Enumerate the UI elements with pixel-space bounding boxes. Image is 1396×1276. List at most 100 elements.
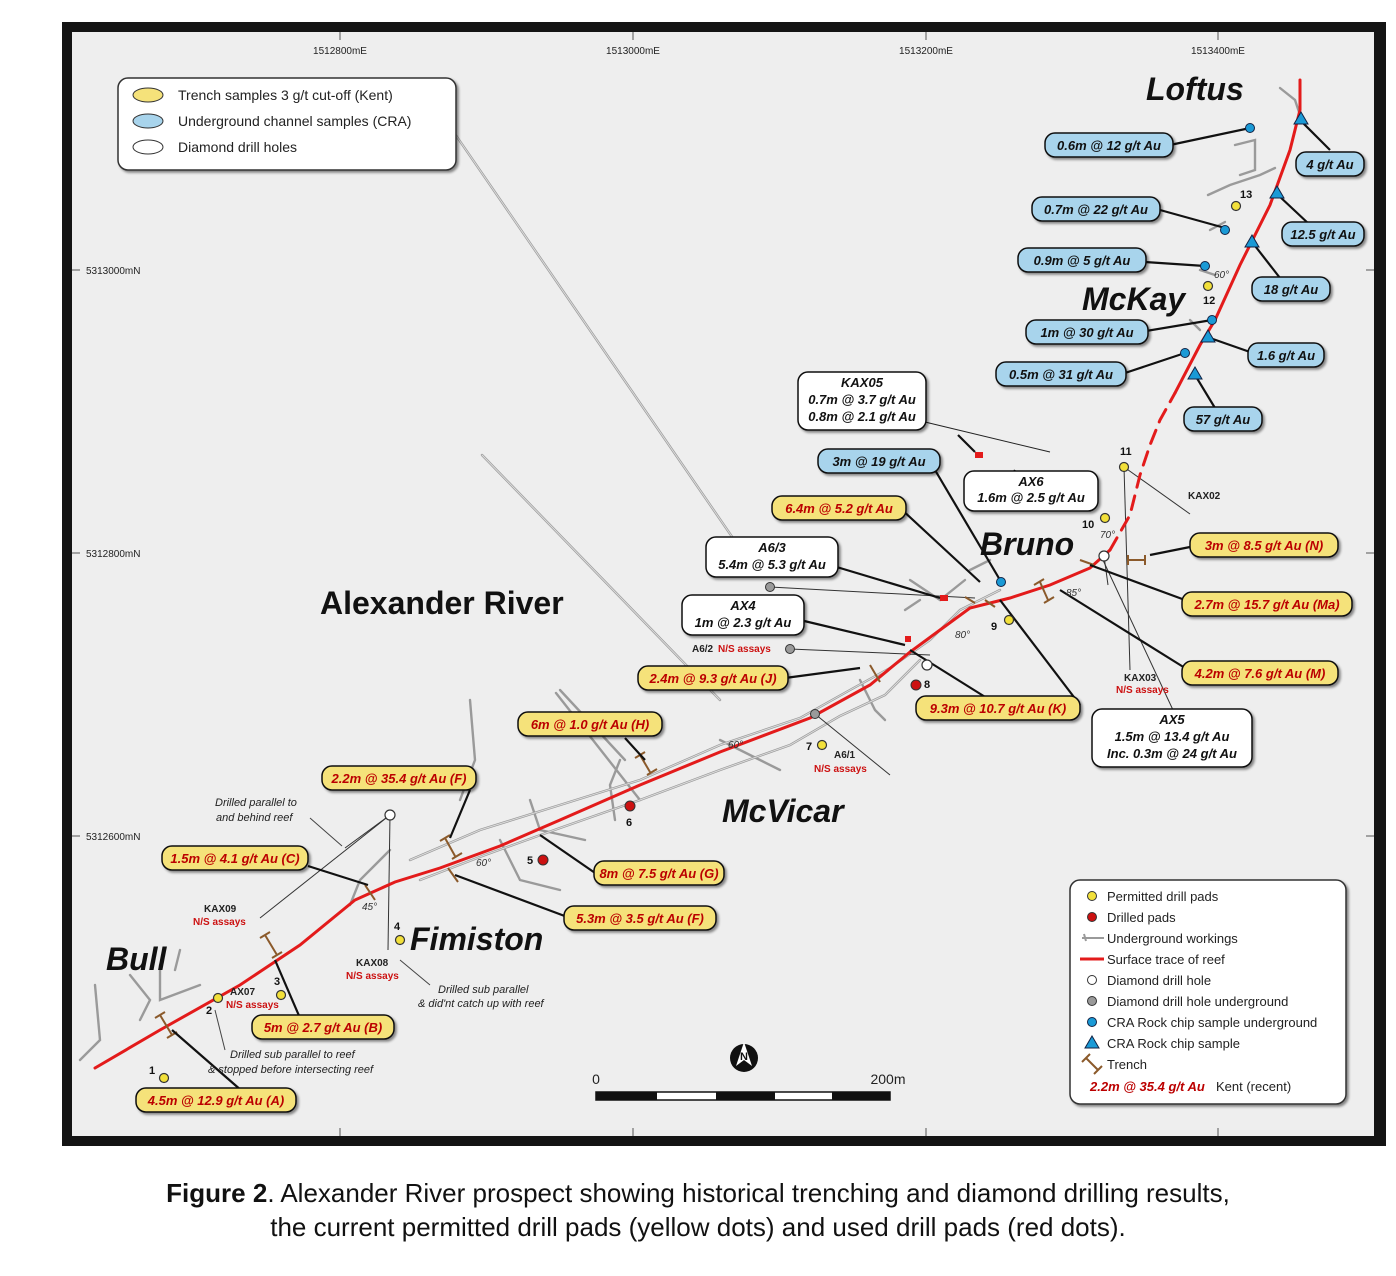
callout-yellow: 4.5m @ 12.9 g/t Au (A) — [135, 1087, 297, 1113]
grid-easting-labels: 1512800mE 1513000mE 1513200mE 1513400mE — [313, 46, 1245, 57]
cra-rock-chip-sample — [1187, 366, 1203, 380]
place-names: Loftus McKay Bruno Alexander River McVic… — [106, 71, 1244, 977]
svg-text:6m @ 1.0 g/t Au (H): 6m @ 1.0 g/t Au (H) — [531, 717, 649, 732]
svg-text:5.3m @ 3.5 g/t Au (F): 5.3m @ 3.5 g/t Au (F) — [576, 911, 704, 926]
pad-number-labels: 1 2 3 4 5 6 7 8 9 10 11 12 13 — [149, 189, 1252, 1077]
drill-hole-swatch — [132, 139, 164, 155]
caption-text: . Alexander River prospect showing histo… — [267, 1178, 1230, 1208]
callout-a63: A6/3 5.4m @ 5.3 g/t Au — [705, 536, 839, 578]
svg-text:KAX05: KAX05 — [841, 375, 884, 390]
cra-underground-sample — [996, 577, 1006, 587]
svg-text:5.4m @ 5.3 g/t Au: 5.4m @ 5.3 g/t Au — [718, 557, 826, 572]
note-sub-parallel: & did'nt catch up with reef — [418, 998, 545, 1010]
svg-text:2.4m @ 9.3 g/t Au (J): 2.4m @ 9.3 g/t Au (J) — [648, 671, 776, 686]
cra-underground-sample — [1180, 348, 1190, 358]
callout-yellow: 9.3m @ 10.7 g/t Au (K) — [915, 695, 1081, 721]
diamond-drill-holes — [384, 550, 1110, 821]
dip-angle: 85° — [1066, 588, 1081, 599]
dip-angle: 45° — [362, 902, 377, 913]
cra-underground-samples — [996, 123, 1255, 587]
channel-callouts: 0.6m @ 12 g/t Au 0.7m @ 22 g/t Au 0.9m @… — [817, 132, 1174, 474]
callout-yellow: 3m @ 8.5 g/t Au (N) — [1189, 532, 1339, 558]
legend-bottom: Permitted drill pads Drilled pads Underg… — [1069, 879, 1347, 1105]
scale-end-label: 200m — [870, 1071, 905, 1087]
grid-ticks — [72, 32, 1374, 1136]
svg-text:2.2m @ 35.4 g/t Au (F): 2.2m @ 35.4 g/t Au (F) — [331, 771, 467, 786]
pad-number: 10 — [1082, 519, 1094, 531]
legend-white-dot — [1087, 975, 1097, 985]
legend-yellow-dot — [1087, 891, 1097, 901]
easting-label: 1512800mE — [313, 46, 367, 57]
place-fimiston: Fimiston — [410, 921, 543, 957]
place-bull: Bull — [106, 941, 168, 977]
cra-rock-chip-sample — [1293, 111, 1309, 125]
svg-text:4.5m @ 12.9 g/t Au (A): 4.5m @ 12.9 g/t Au (A) — [147, 1093, 284, 1108]
underground-drill-holes — [765, 582, 820, 719]
legend-red-dot — [1087, 912, 1097, 922]
pad-number: 2 — [206, 1005, 212, 1017]
svg-text:4 g/t Au: 4 g/t Au — [1305, 157, 1353, 172]
pad-4 — [394, 934, 406, 946]
northing-label: 5312600mN — [86, 832, 140, 843]
svg-text:Inc. 0.3m @ 24 g/t Au: Inc. 0.3m @ 24 g/t Au — [1107, 746, 1237, 761]
svg-text:4.2m @ 7.6 g/t Au (M): 4.2m @ 7.6 g/t Au (M) — [1194, 666, 1326, 681]
pad-number: 7 — [806, 741, 812, 753]
note-leaders — [214, 817, 431, 1051]
cra-underground-sample — [1220, 225, 1230, 235]
hole-label-kax08: KAX08 — [356, 958, 389, 969]
pad-number: 4 — [394, 921, 401, 933]
reef-red-ticks — [905, 452, 983, 642]
callout-ax6: AX6 1.6m @ 2.5 g/t Au — [963, 470, 1099, 512]
note-stopped: Drilled sub parallel to reef — [230, 1049, 356, 1061]
legend-bottom-label: Underground workings — [1107, 931, 1238, 946]
callout-yellow: 6.4m @ 5.2 g/t Au — [771, 495, 907, 521]
place-mckay: McKay — [1082, 281, 1187, 317]
permitted-drill-pads — [158, 200, 1242, 1084]
pad-9 — [1003, 614, 1015, 626]
caption-line-1: Figure 2. Alexander River prospect showi… — [0, 1176, 1396, 1210]
svg-text:A6/3: A6/3 — [757, 540, 786, 555]
svg-text:6.4m @ 5.2 g/t Au: 6.4m @ 5.2 g/t Au — [785, 501, 893, 516]
callout-yellow: 8m @ 7.5 g/t Au (G) — [593, 860, 725, 886]
svg-text:8m @ 7.5 g/t Au (G): 8m @ 7.5 g/t Au (G) — [599, 866, 718, 881]
hole-underground — [810, 709, 820, 719]
hole-label-kax02: KAX02 — [1188, 491, 1221, 502]
hole-label-ax07: AX07 — [230, 987, 255, 998]
hole-label-a62: A6/2 — [692, 644, 714, 655]
callout-yellow: 2.4m @ 9.3 g/t Au (J) — [637, 665, 789, 691]
svg-text:0.7m @ 22 g/t Au: 0.7m @ 22 g/t Au — [1044, 202, 1148, 217]
callout-blue: 57 g/t Au — [1183, 406, 1263, 432]
dip-angle: 80° — [955, 630, 970, 641]
note-parallel: and behind reef — [216, 812, 293, 824]
northing-label: 5313000mN — [86, 266, 140, 277]
svg-text:1.6m @ 2.5 g/t Au: 1.6m @ 2.5 g/t Au — [977, 490, 1085, 505]
svg-text:AX4: AX4 — [729, 598, 756, 613]
trench-sample-swatch — [132, 87, 164, 103]
svg-text:3m @ 19 g/t Au: 3m @ 19 g/t Au — [832, 454, 925, 469]
easting-label: 1513400mE — [1191, 46, 1245, 57]
legend-bottom-label: Trench — [1107, 1057, 1147, 1072]
pad-5 — [537, 854, 549, 866]
hole-ns-a61: N/S assays — [814, 764, 867, 775]
cra-underground-sample — [1200, 261, 1210, 271]
pad-number: 1 — [149, 1065, 155, 1077]
callout-blue: 18 g/t Au — [1251, 276, 1331, 302]
pad-number: 9 — [991, 621, 997, 633]
pad-7 — [816, 739, 828, 751]
legend-grey-dot — [1087, 996, 1097, 1006]
callout-blue: 1.6 g/t Au — [1247, 342, 1325, 368]
angle-labels: 60° 70° 85° 80° 60° 60° 45° — [362, 270, 1229, 913]
callout-blue: 3m @ 19 g/t Au — [817, 448, 941, 474]
callout-blue: 0.9m @ 5 g/t Au — [1017, 247, 1147, 273]
callout-yellow: 2.2m @ 35.4 g/t Au (F) — [321, 765, 477, 791]
hole-surface — [1098, 550, 1110, 562]
svg-text:1.5m @ 13.4 g/t Au: 1.5m @ 13.4 g/t Au — [1115, 729, 1230, 744]
svg-text:57 g/t Au: 57 g/t Au — [1196, 412, 1250, 427]
caption-figure-number: Figure 2 — [166, 1178, 268, 1208]
pad-10 — [1099, 512, 1111, 524]
channel-sample-swatch — [132, 113, 164, 129]
hole-underground — [785, 644, 795, 654]
legend-workings-icon — [1082, 933, 1104, 942]
note-sub-parallel: Drilled sub parallel — [438, 984, 529, 996]
callout-blue: 0.7m @ 22 g/t Au — [1031, 196, 1161, 222]
